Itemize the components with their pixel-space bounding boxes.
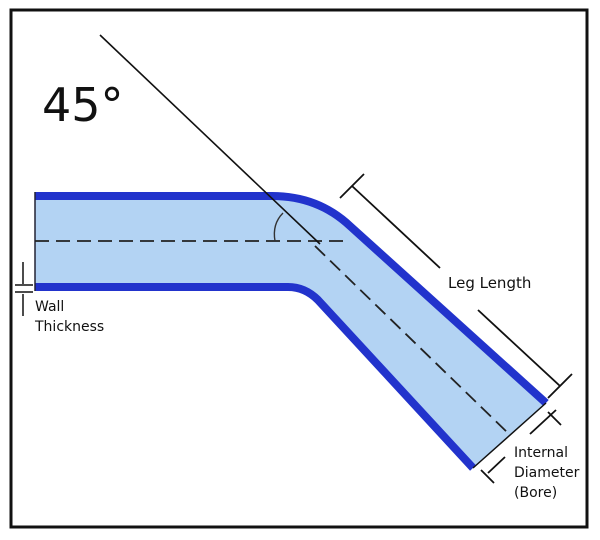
wall-thickness-label-line2: Thickness [34,319,104,335]
leg-length-dimension [339,173,573,399]
angle-reference-line [99,34,321,245]
wall-thickness-dimension [15,262,33,316]
pipe-bottom-wall [35,283,476,471]
pipe-fill [35,196,546,468]
diagonal-centerline [314,245,511,436]
angle-arc [273,212,284,242]
pipe-top-wall [35,192,549,406]
angle-label: 45° [42,78,124,132]
bore-label-line1: Internal [514,445,568,461]
frame-border [9,8,589,529]
bore-dimension [480,409,562,484]
bore-label-line3: (Bore) [514,485,557,501]
bore-label-line2: Diameter [514,465,580,481]
pipe-right-end [472,402,547,469]
leg-length-label: Leg Length [448,274,531,292]
wall-thickness-label-line1: Wall [35,299,64,315]
